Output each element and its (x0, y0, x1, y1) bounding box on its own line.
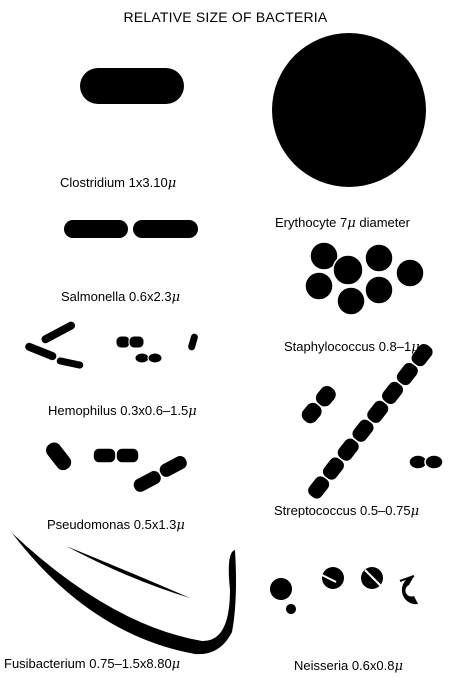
salmonella-label: Salmonella 0.6x2.3μ (61, 289, 180, 306)
hemophilus-unit: μ (188, 404, 196, 419)
clostridium-label: Clostridium 1x3.10μ (60, 175, 176, 192)
streptococcus-size: 0.5–0.75 (360, 503, 411, 518)
hemophilus-shape (23, 320, 199, 370)
erythocyte-shape (272, 33, 426, 187)
hemophilus-label: Hemophilus 0.3x0.6–1.5μ (48, 403, 197, 420)
erythocyte-name: Erythocyte (275, 215, 336, 230)
neisseria-unit: μ (394, 659, 402, 674)
staphylococcus-name: Staphylococcus (284, 339, 375, 354)
pseudomonas-unit: μ (176, 518, 184, 533)
salmonella-size: 0.6x2.3 (129, 289, 172, 304)
neisseria-size: 0.6x0.8 (352, 658, 395, 673)
fusibacterium-shape (12, 533, 236, 654)
fusibacterium-size: 0.75–1.5x8.80 (89, 656, 171, 671)
staphylococcus-shape (305, 242, 424, 315)
staphylococcus-label: Staphylococcus 0.8–1μ (284, 339, 420, 356)
hemophilus-name: Hemophilus (48, 403, 117, 418)
clostridium-unit: μ (168, 176, 176, 191)
clostridium-name: Clostridium (60, 175, 125, 190)
erythocyte-unit: μ (347, 216, 355, 231)
fusibacterium-unit: μ (172, 657, 180, 672)
staphylococcus-size: 0.8–1 (379, 339, 412, 354)
salmonella-name: Salmonella (61, 289, 125, 304)
clostridium-size: 1x3.10 (129, 175, 168, 190)
erythocyte-label: Erythocyte 7μ diameter (275, 215, 410, 232)
pseudomonas-shape (42, 438, 190, 495)
salmonella-unit: μ (172, 290, 180, 305)
streptococcus-name: Streptococcus (274, 503, 356, 518)
hemophilus-size: 0.3x0.6–1.5 (120, 403, 188, 418)
erythocyte-suffix: diameter (359, 215, 410, 230)
streptococcus-label: Streptococcus 0.5–0.75μ (274, 503, 419, 520)
pseudomonas-name: Pseudomonas (47, 517, 130, 532)
pseudomonas-label: Pseudomonas 0.5x1.3μ (47, 517, 185, 534)
pseudomonas-size: 0.5x1.3 (134, 517, 177, 532)
streptococcus-shape (298, 340, 443, 502)
fusibacterium-label: Fusibacterium 0.75–1.5x8.80μ (4, 656, 180, 673)
streptococcus-unit: μ (411, 504, 419, 519)
neisseria-name: Neisseria (294, 658, 348, 673)
clostridium-shape (80, 68, 184, 104)
salmonella-shape (64, 220, 198, 238)
neisseria-label: Neisseria 0.6x0.8μ (294, 658, 403, 675)
fusibacterium-name: Fusibacterium (4, 656, 86, 671)
figure-title: RELATIVE SIZE OF BACTERIA (0, 9, 451, 25)
staphylococcus-unit: μ (411, 340, 419, 355)
neisseria-shape (270, 567, 418, 614)
